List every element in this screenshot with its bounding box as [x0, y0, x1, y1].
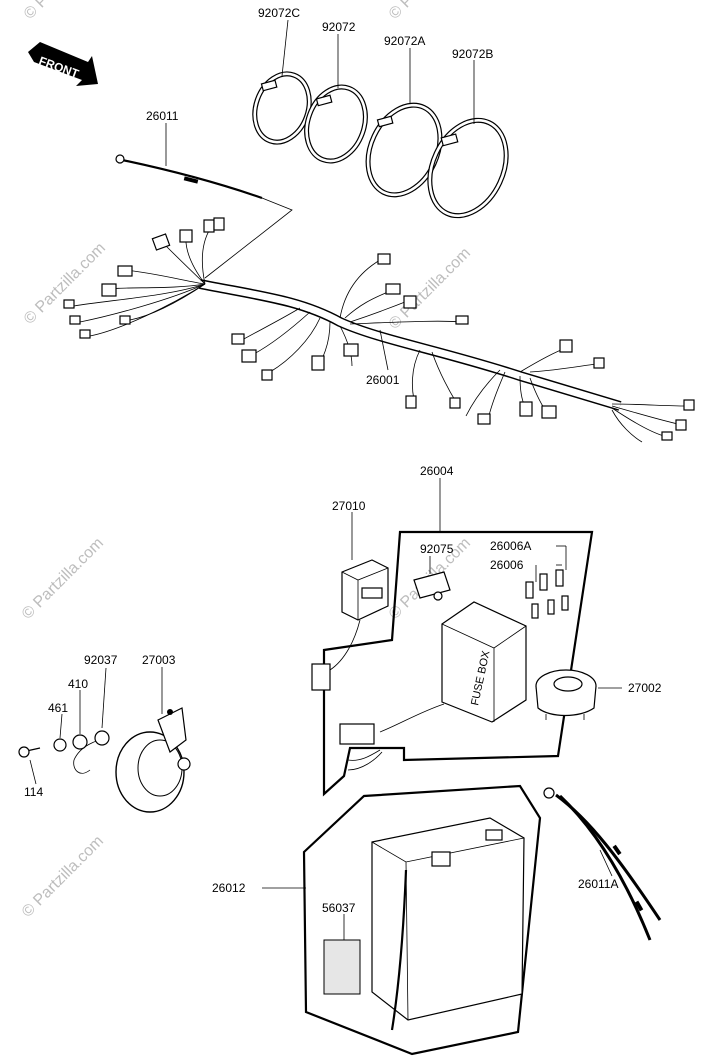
watermarks: © Partzilla.com © Partzilla.com © Partzi…	[19, 0, 474, 921]
fuse-box: FUSE BOX	[339, 601, 527, 771]
label-92072: 92072	[322, 20, 356, 34]
relay-27010	[311, 559, 389, 691]
part-labels: 92072C 92072 92072A 92072B 26011 26001 2…	[24, 6, 662, 915]
band-clamps	[252, 71, 509, 219]
label-92075: 92075	[420, 542, 454, 556]
label-92037: 92037	[84, 653, 118, 667]
label-27010: 27010	[332, 499, 366, 513]
battery	[371, 817, 525, 1021]
label-410: 410	[68, 677, 88, 691]
fuse-panel-outline: FUSE BOX	[311, 530, 594, 797]
label-26012: 26012	[212, 881, 246, 895]
battery-cable-26011a	[543, 787, 662, 941]
label-92072c: 92072C	[258, 6, 300, 20]
label-461: 461	[48, 701, 68, 715]
band-92072	[304, 84, 368, 164]
watermark-7: © Partzilla.com	[19, 833, 107, 921]
label-26004: 26004	[420, 464, 454, 478]
label-27002: 27002	[628, 681, 662, 695]
starter-relay-27002	[535, 669, 597, 720]
harness-lower-branch	[231, 307, 359, 381]
watermark-5: © Partzilla.com	[19, 535, 107, 623]
label-114: 114	[24, 785, 43, 799]
label-26011: 26011	[146, 109, 179, 123]
label-56037: 56037	[322, 901, 356, 915]
watermark-1: © Partzilla.com	[21, 0, 109, 23]
harness-right-branches	[405, 339, 695, 443]
label-26001: 26001	[366, 373, 400, 387]
leader-lines	[29, 19, 622, 940]
label-92072a: 92072A	[384, 34, 425, 48]
harness-upper-branch	[339, 253, 469, 325]
battery-case-26012	[302, 784, 542, 1056]
band-92072b	[427, 117, 509, 219]
fuses-26006	[525, 569, 569, 619]
label-92072b: 92072B	[452, 47, 493, 61]
main-harness-26001	[63, 217, 695, 443]
connector-92075	[413, 571, 451, 601]
label-26006: 26006	[490, 558, 524, 572]
ground-cable-26011	[115, 154, 293, 279]
label-27003: 27003	[142, 653, 176, 667]
battery-label-56037	[323, 939, 361, 995]
harness-left-branches	[63, 217, 225, 339]
watermark-3: © Partzilla.com	[21, 240, 109, 328]
front-arrow: FRONT	[28, 42, 98, 86]
label-26006a: 26006A	[490, 539, 531, 553]
watermark-2: © Partzilla.com	[386, 0, 474, 23]
horn-27003	[18, 707, 191, 813]
label-26011a: 26011A	[578, 877, 618, 891]
